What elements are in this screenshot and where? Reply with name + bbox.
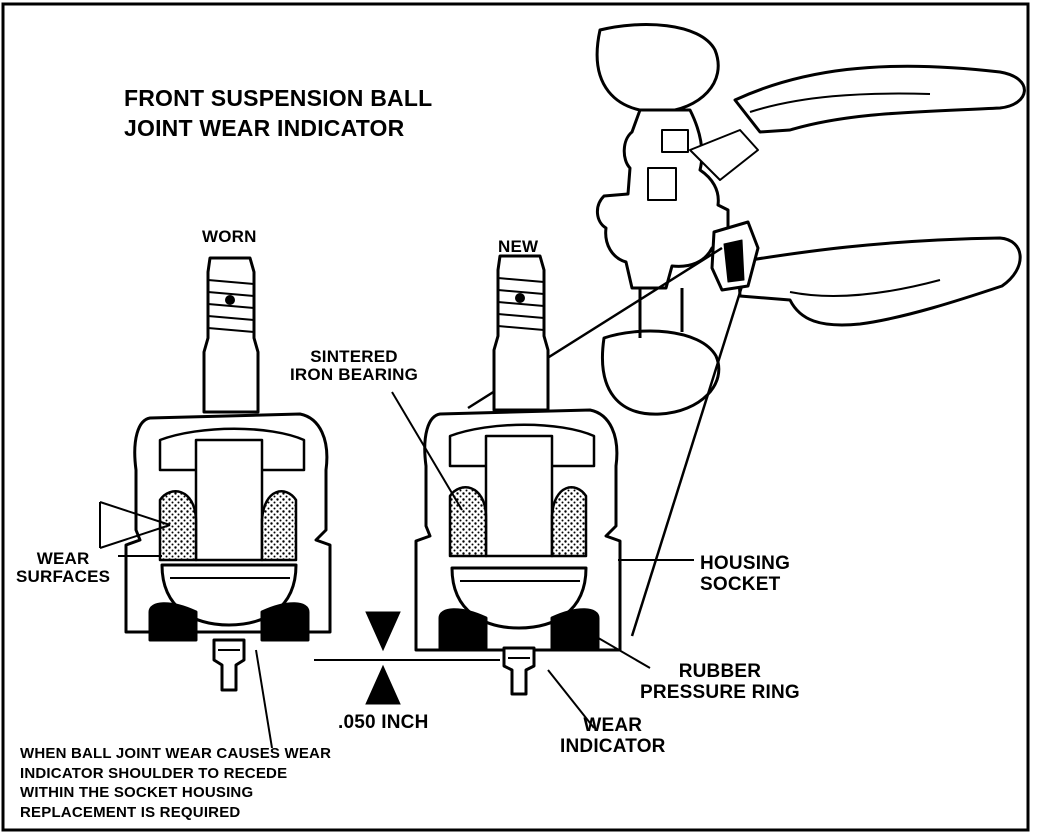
diagram-title: FRONT SUSPENSION BALL JOINT WEAR INDICAT…	[124, 84, 432, 144]
label-sintered-iron-bearing: SINTERED IRON BEARING	[290, 347, 419, 385]
label-new: NEW	[498, 237, 539, 256]
title-line-1: FRONT SUSPENSION BALL	[124, 85, 433, 111]
replacement-note: WHEN BALL JOINT WEAR CAUSES WEAR INDICAT…	[20, 745, 332, 821]
worn-ball-joint	[124, 256, 332, 692]
label-gap-measurement: .050 INCH	[338, 712, 429, 733]
lower-dome	[601, 329, 721, 416]
label-worn: WORN	[202, 227, 257, 246]
title-line-2: JOINT WEAR INDICATOR	[124, 114, 405, 141]
leader-lines	[99, 391, 694, 749]
upper-control-arm	[733, 64, 1026, 134]
new-ball-joint	[414, 254, 622, 696]
label-housing-socket: HOUSING SOCKET	[700, 553, 791, 595]
label-wear-surfaces: WEAR SURFACES	[16, 549, 111, 587]
figure-border	[1, 2, 1030, 832]
gap-dimension	[314, 611, 500, 705]
lower-control-arm	[736, 236, 1022, 327]
suspension-assembly	[595, 23, 1026, 416]
label-wear-indicator: WEAR INDICATOR	[560, 715, 666, 757]
upper-dome	[595, 23, 720, 114]
label-rubber-pressure-ring: RUBBER PRESSURE RING	[640, 661, 800, 703]
